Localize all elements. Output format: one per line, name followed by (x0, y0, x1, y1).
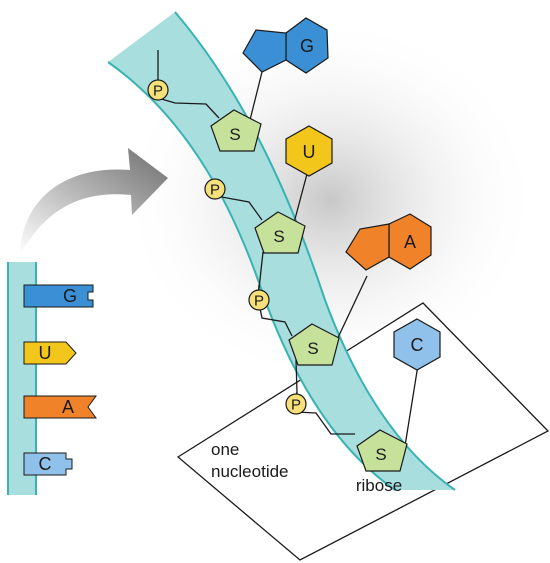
legend-label-U: U (39, 343, 52, 363)
base-G: G (242, 17, 329, 74)
base-U: U (285, 125, 333, 177)
base-C: C (393, 318, 441, 371)
sugar-label: S (273, 227, 284, 246)
legend-label-A: A (62, 397, 74, 417)
zoom-arrow (20, 148, 168, 255)
base-label-A: A (404, 232, 416, 252)
phosphate-label: P (291, 397, 301, 414)
label-ribose: ribose (356, 476, 402, 495)
base-label-C: C (411, 335, 424, 355)
base-label-U: U (303, 142, 316, 162)
base-A: A (345, 213, 432, 271)
phosphate-2: P (204, 178, 226, 200)
label-one: one (211, 440, 239, 459)
sugar-3: S (288, 323, 340, 366)
phosphate-label: P (210, 182, 220, 199)
label-nucleotide: nucleotide (211, 462, 289, 481)
sugar-label: S (375, 445, 386, 464)
legend-label-C: C (39, 454, 52, 474)
phosphate-label: P (153, 83, 163, 100)
phosphate-label: P (254, 293, 264, 310)
sugar-label: S (229, 125, 240, 144)
base-label-G: G (300, 36, 314, 56)
legend-G: G (23, 284, 94, 308)
sugar-2: S (254, 211, 306, 254)
legend-label-G: G (63, 286, 77, 306)
legend-C: C (23, 452, 73, 476)
sugar-label: S (307, 339, 318, 358)
phosphate-3: P (248, 289, 270, 311)
phosphate-1: P (147, 79, 169, 101)
legend-A: A (23, 395, 97, 419)
sugar-1: S (210, 109, 262, 152)
sugar-4-ribose: S (356, 429, 408, 472)
legend-U: U (23, 341, 77, 365)
phosphate-4: P (285, 393, 307, 415)
